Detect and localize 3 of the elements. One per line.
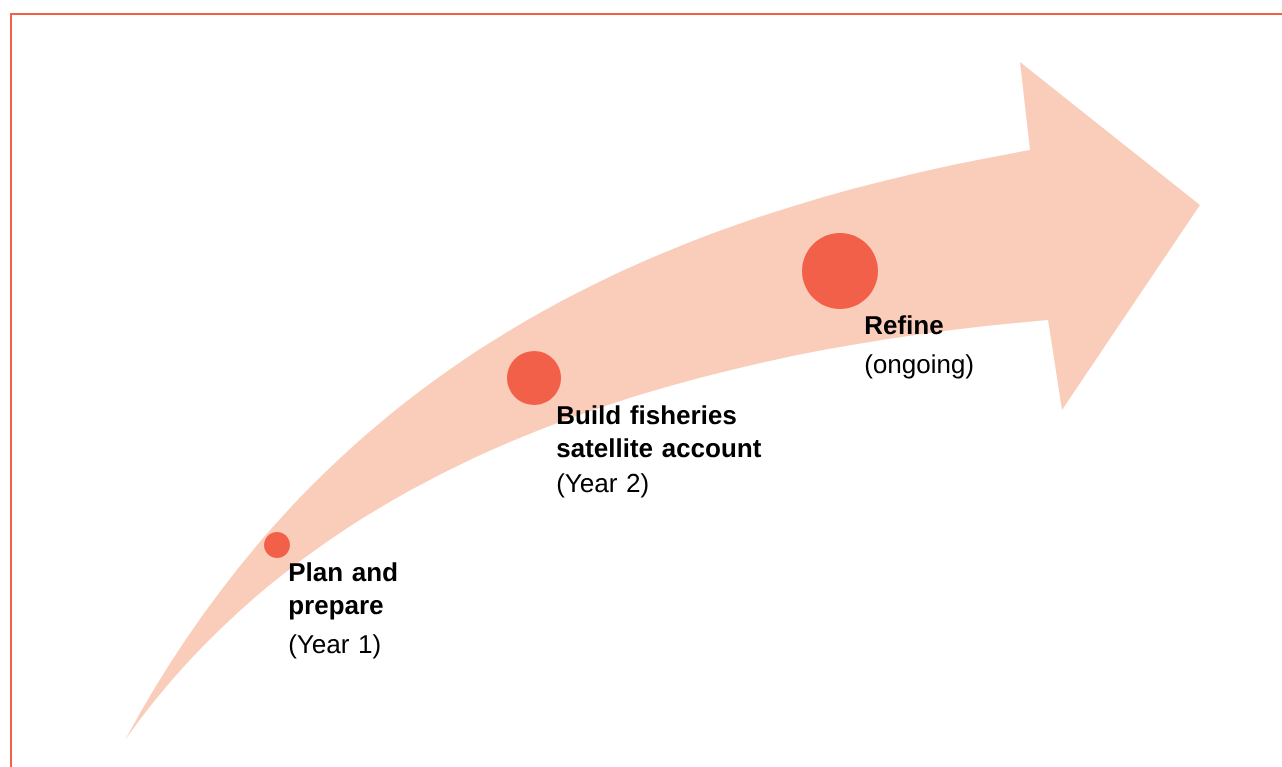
milestone-label: Refine (ongoing) [865, 315, 973, 379]
milestone-label: Plan and prepare (Year 1) [289, 562, 397, 659]
milestone-label: Build fisheries satellite account (Year 2) [557, 405, 762, 498]
